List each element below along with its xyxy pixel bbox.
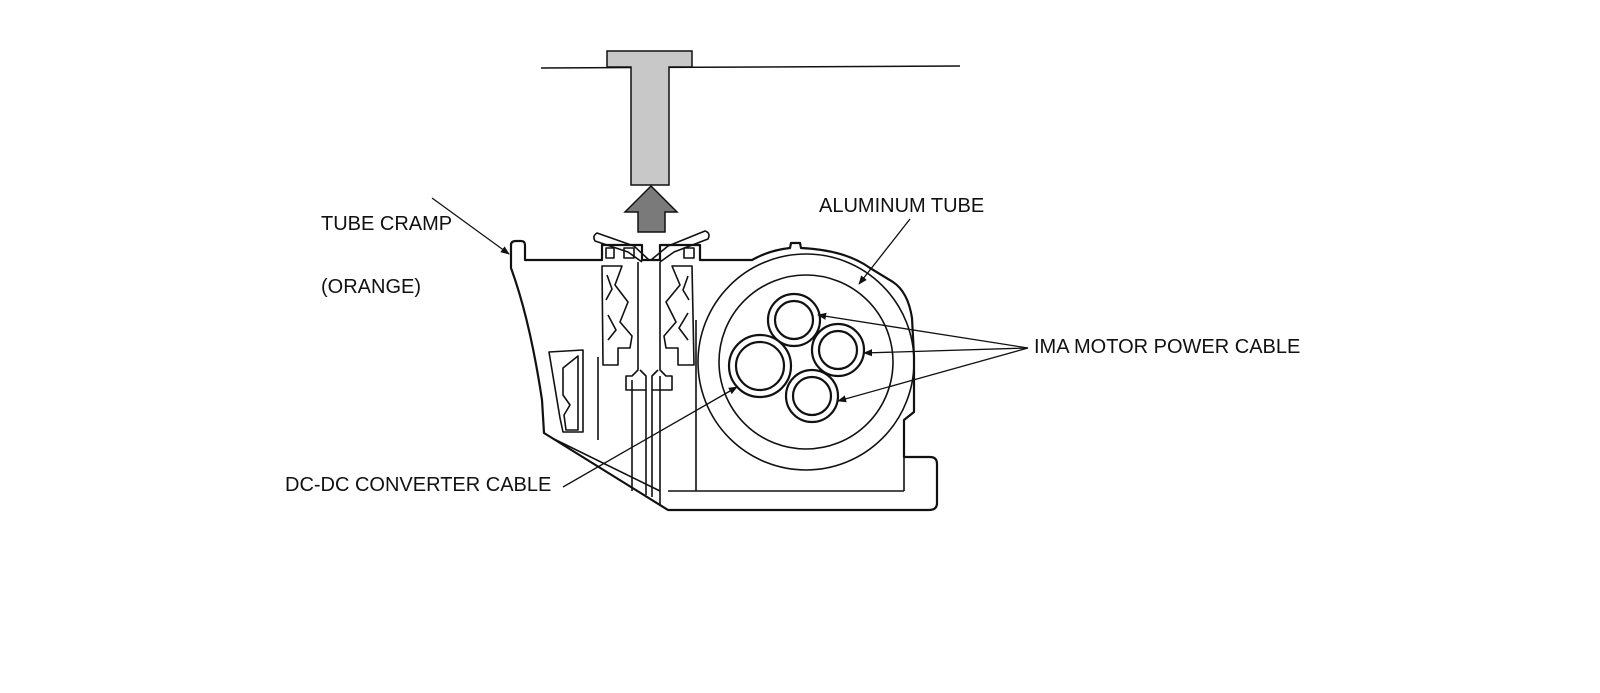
tube-cramp-label-line2: (ORANGE)	[321, 276, 421, 298]
dcdc-cable-leader	[562, 386, 738, 488]
aluminum-tube-leader	[858, 218, 911, 285]
aluminum-tube-label: ALUMINUM TUBE	[819, 195, 985, 217]
tube-cramp-label: TUBE CRAMP (ORANGE)	[321, 172, 452, 340]
dcdc-converter-cable	[727, 333, 793, 399]
ima-cable-leader-1	[817, 312, 1029, 349]
dcdc-converter-cable-label: DC-DC CONVERTER CABLE	[285, 474, 552, 496]
ima-cable-leader-2	[863, 347, 1029, 357]
tube-cramp-leader	[431, 197, 510, 255]
ima-cable-leader-3	[837, 347, 1029, 403]
ima-motor-power-cable-label: IMA MOTOR POWER CABLE	[1034, 336, 1301, 358]
removal-tool	[606, 50, 693, 186]
tube-cramp-label-line1: TUBE CRAMP	[321, 213, 453, 235]
tube-clamp-body	[509, 239, 939, 512]
clamp-inner-details	[548, 230, 915, 505]
mounting-surface-line	[540, 65, 961, 69]
pull-up-arrow	[623, 184, 679, 233]
